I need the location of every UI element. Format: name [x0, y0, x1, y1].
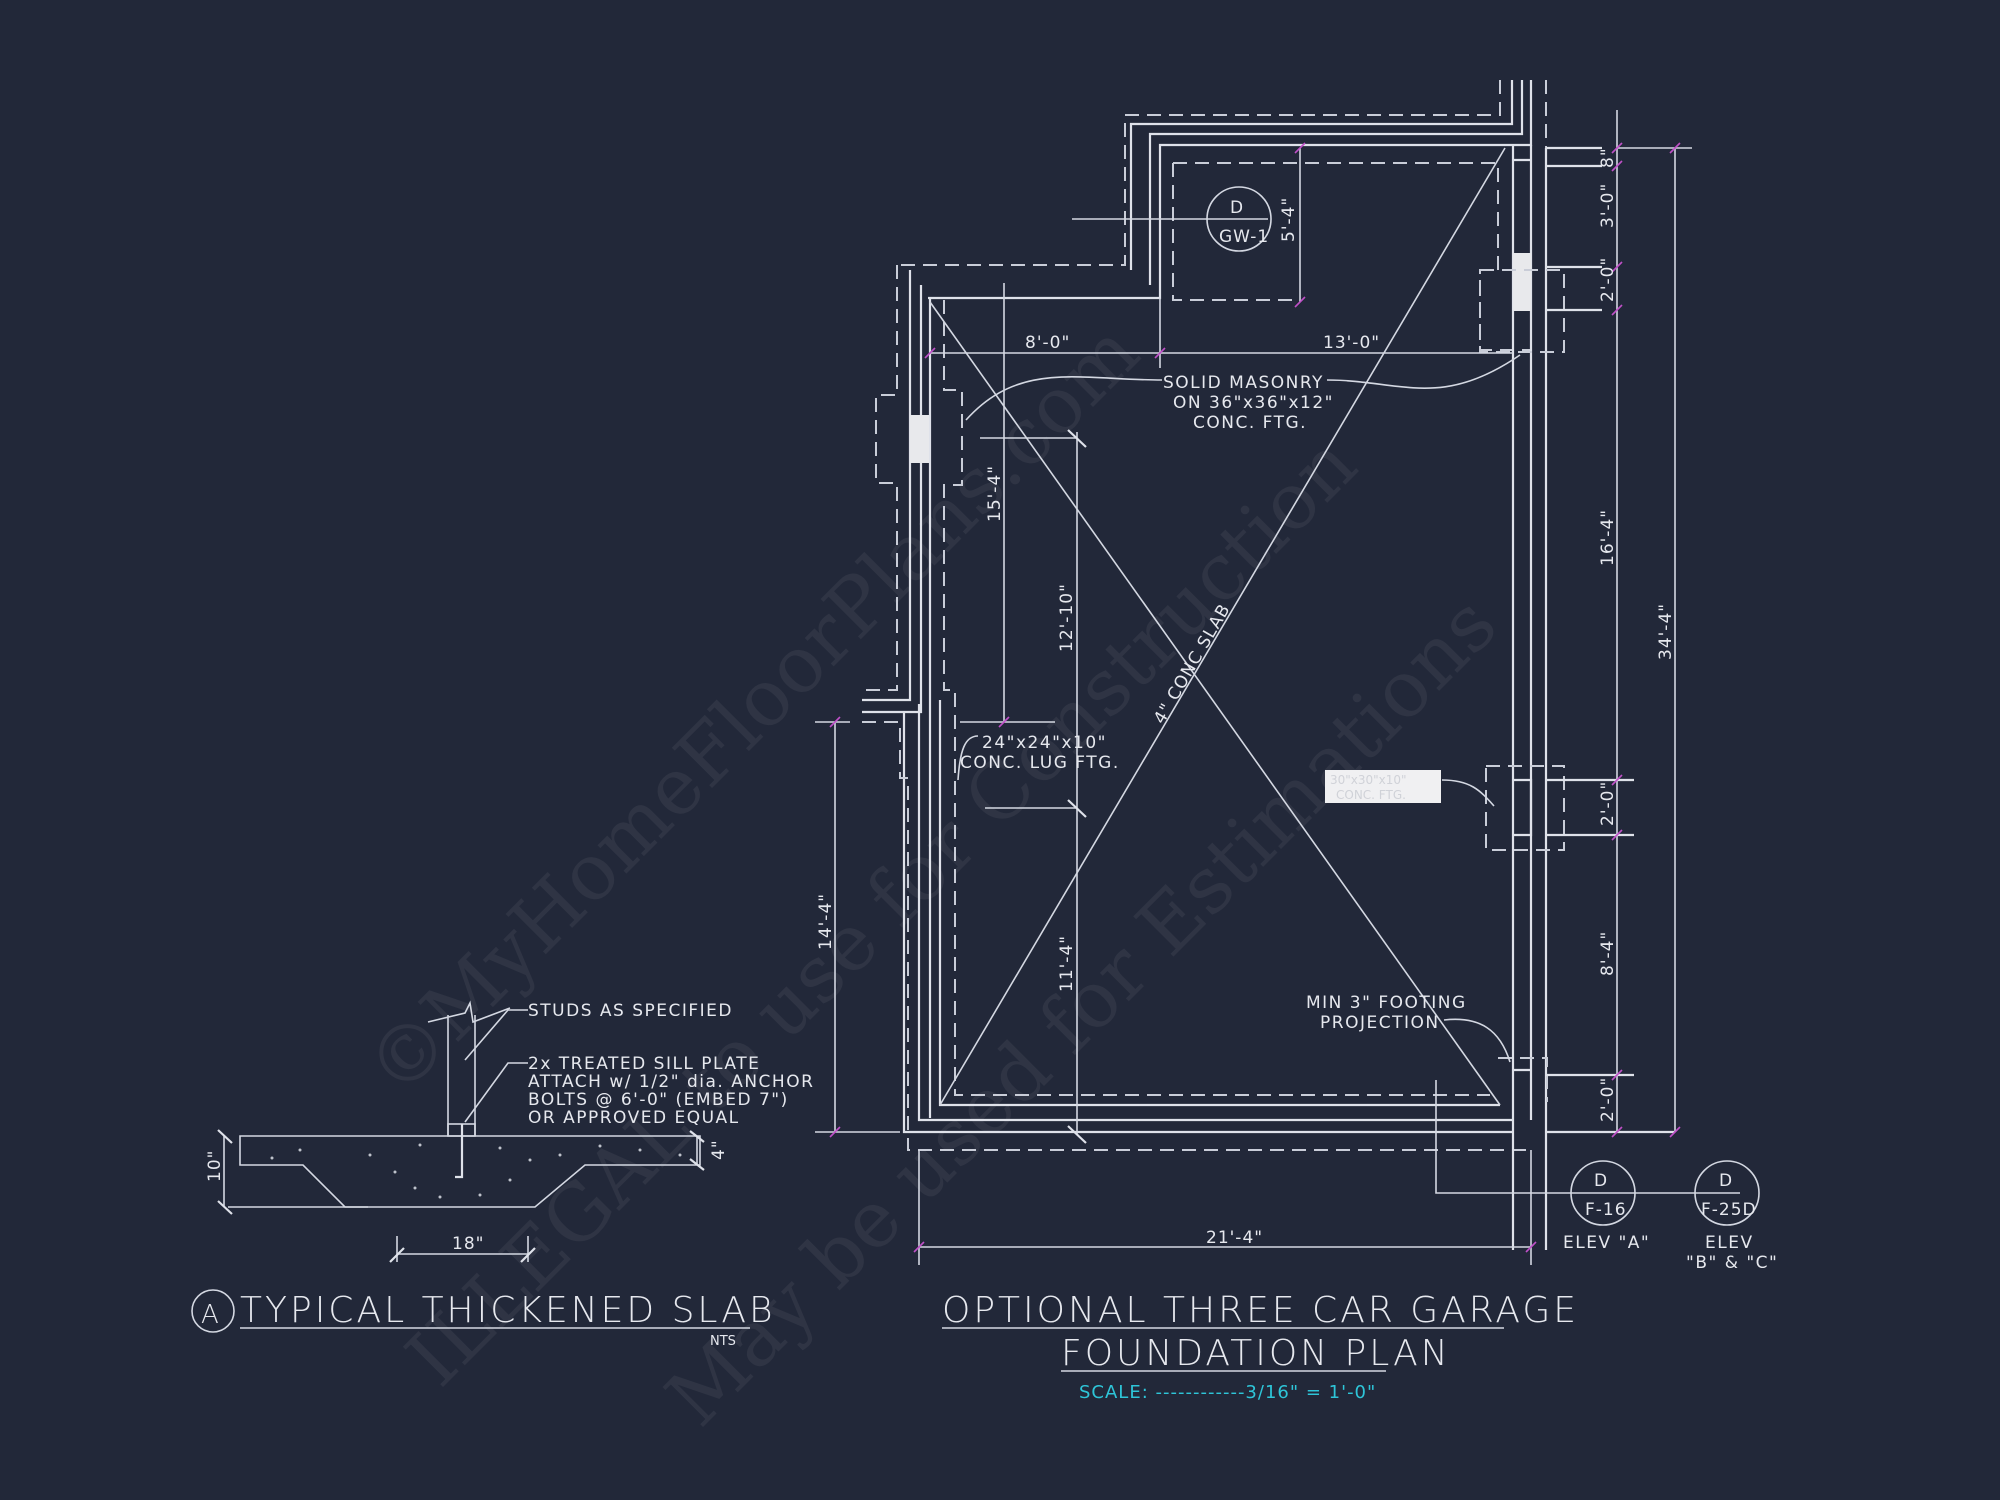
detail-note-line: 2x TREATED SILL PLATE: [528, 1054, 760, 1074]
tag-caption-2: "B" & "C": [1686, 1253, 1778, 1273]
section-tag-f16[interactable]: D F-16 ELEV "A": [1435, 1080, 1740, 1253]
note-line: PROJECTION: [1320, 1013, 1440, 1033]
tag-caption: ELEV "A": [1563, 1233, 1650, 1253]
left-outer-dimension: 14'-4": [815, 716, 900, 1138]
left-wall: [862, 265, 1530, 1151]
tag-caption: ELEV: [1705, 1233, 1754, 1253]
section-tag-f25d[interactable]: D F-25D ELEV "B" & "C": [1686, 1160, 1778, 1273]
top-dimension: 8'-0" 13'-0": [924, 298, 1513, 368]
dim-right-overall: 34'-4": [1656, 603, 1676, 660]
foundation-plan: 4" CONC SLAB 8'-0" 13'-0" 5'-4" D GW-1: [815, 80, 1778, 1403]
dim-right-7: 2'-0": [1598, 1077, 1618, 1122]
note-line: CONC. FTG.: [1193, 413, 1307, 433]
dim-right-1: 8": [1598, 147, 1618, 168]
tag-letter: D: [1594, 1171, 1608, 1191]
masonry-pier-right: [1513, 253, 1531, 311]
dim-right-6: 8'-4": [1598, 931, 1618, 976]
note-line: ON 36"x36"x12": [1173, 393, 1334, 413]
tag-letter: D: [1230, 198, 1244, 218]
note-line: SOLID MASONRY: [1163, 373, 1324, 393]
plan-title-line-2: FOUNDATION PLAN: [1061, 1333, 1451, 1374]
notch-dimension: 5'-4": [1279, 142, 1306, 308]
detail-tag-letter: A: [201, 1300, 222, 1330]
upper-walls: [897, 80, 1547, 351]
dim-left-outer: 14'-4": [816, 893, 836, 950]
thickened-slab-detail: 10" 4" 18" STUDS AS SPECIFIED 2x TREATED…: [191, 1000, 814, 1349]
note-line: MIN 3" FOOTING: [1306, 993, 1467, 1013]
plan-scale: SCALE: ------------3/16" = 1'-0": [1079, 1382, 1376, 1403]
section-tag-gw1[interactable]: D GW-1: [1072, 186, 1272, 252]
plan-title-block: OPTIONAL THREE CAR GARAGE FOUNDATION PLA…: [942, 1290, 1579, 1403]
right-wall: [1479, 145, 1674, 1250]
watermark: ©MyHomeFloorPlans.com ILLEGAL to use for…: [350, 307, 1514, 1444]
detail-scale-note: NTS: [710, 1334, 736, 1349]
dim-top-left: 8'-0": [1025, 333, 1070, 353]
detail-dim-depth: 10": [205, 1150, 225, 1182]
dim-right-5: 2'-0": [1598, 781, 1618, 826]
detail-dim-width: 18": [452, 1234, 484, 1254]
bottom-dimension: 21'-4": [913, 1150, 1537, 1265]
plan-title-line-1: OPTIONAL THREE CAR GARAGE: [942, 1290, 1579, 1331]
tag-sheet: GW-1: [1219, 227, 1269, 247]
note-solid-masonry: SOLID MASONRY ON 36"x36"x12" CONC. FTG.: [965, 354, 1521, 433]
note-footing-projection: MIN 3" FOOTING PROJECTION: [1306, 993, 1511, 1063]
masonry-pier-left: [910, 415, 929, 463]
note-lug-footing: 24"x24"x10" CONC. LUG FTG.: [957, 733, 1120, 781]
dim-right-4: 16'-4": [1598, 509, 1618, 566]
detail-note-studs: STUDS AS SPECIFIED: [528, 1001, 733, 1021]
note-line: CONC. LUG FTG.: [960, 753, 1120, 773]
dim-notch: 5'-4": [1279, 197, 1299, 242]
detail-tag-circle: [191, 1289, 235, 1333]
detail-note-line: ATTACH w/ 1/2" dia. ANCHOR: [528, 1072, 814, 1092]
detail-dim-slab: 4": [709, 1139, 729, 1160]
dim-right-2: 3'-0": [1598, 183, 1618, 228]
left-inner-dimensions: 15'-4" 12'-10" 11'-4": [960, 283, 1087, 1144]
dim-left-3: 11'-4": [1057, 935, 1077, 992]
note-line: 24"x24"x10": [982, 733, 1107, 753]
detail-title: TYPICAL THICKENED SLAB: [240, 1290, 776, 1331]
detail-note-line: BOLTS @ 6'-0" (EMBED 7"): [528, 1090, 789, 1110]
dim-left-1: 15'-4": [985, 465, 1005, 522]
dim-top-right: 13'-0": [1323, 333, 1380, 353]
tag-letter: D: [1719, 1171, 1733, 1191]
dim-right-3: 2'-0": [1598, 257, 1618, 302]
tag-sheet: F-25D: [1701, 1200, 1757, 1220]
detail-note-line: OR APPROVED EQUAL: [528, 1108, 740, 1128]
right-dimension-chain: 8" 3'-0" 2'-0" 16'-4" 2'-0" 8'-4" 2'-0" …: [1598, 110, 1692, 1138]
note-line: 30"x30"x10": [1330, 773, 1407, 787]
dim-left-2: 12'-10": [1057, 583, 1077, 652]
dim-bottom: 21'-4": [1206, 1228, 1263, 1248]
note-masked: 30"x30"x10" CONC. FTG.: [1325, 770, 1495, 807]
note-line: CONC. FTG.: [1336, 788, 1406, 802]
tag-sheet: F-16: [1585, 1200, 1627, 1220]
